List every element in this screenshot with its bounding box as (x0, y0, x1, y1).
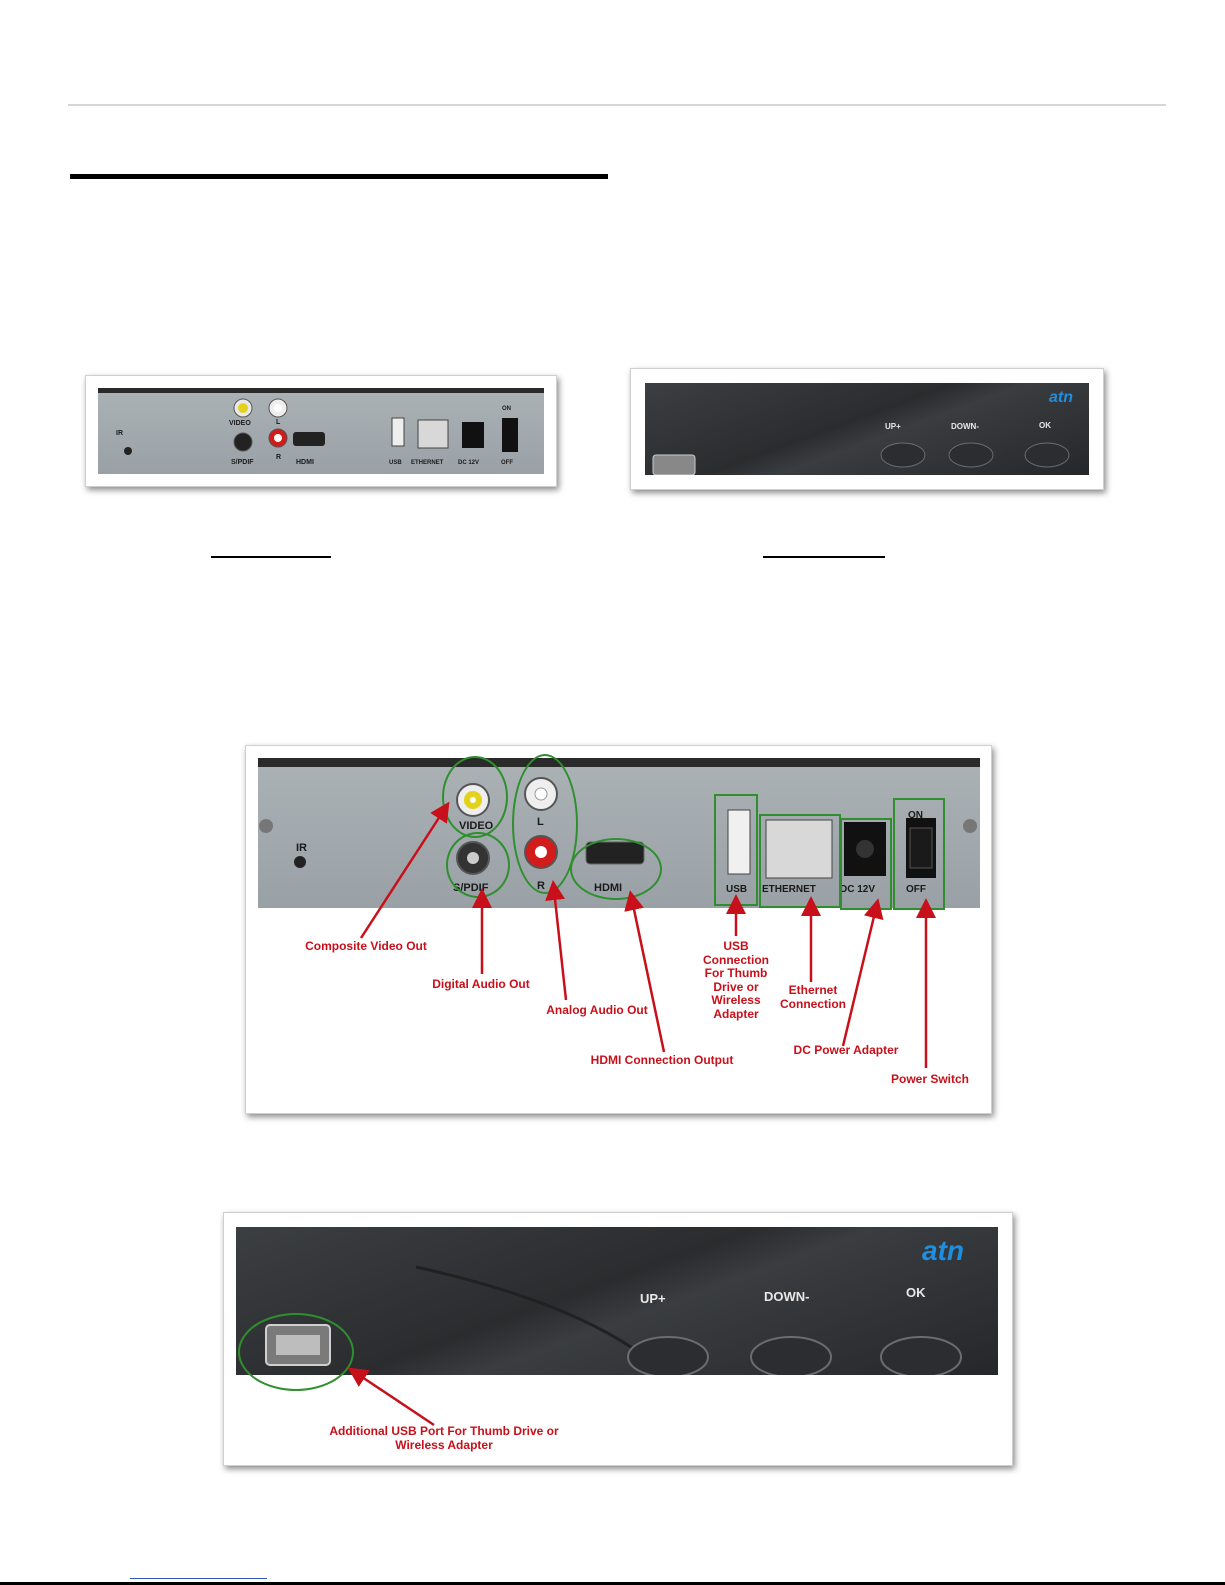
front-thumb-logo: atn (1049, 389, 1073, 406)
footer-rule (0, 1582, 1225, 1585)
front-large-logo: atn (922, 1235, 964, 1266)
power-switch-callout: Power Switch (890, 1072, 970, 1086)
hdmi-output-callout: HDMI Connection Output (590, 1053, 734, 1067)
front-thumb-down-label: DOWN- (951, 422, 979, 431)
rear-on-label: ON (502, 406, 511, 412)
front-panel-graphic (652, 442, 1070, 475)
ethernet-connection-callout: Ethernet Connection (780, 983, 846, 1011)
rear-large-usb-label: USB (726, 884, 748, 895)
rear-hdmi-label: HDMI (296, 459, 314, 466)
analog-audio-highlight (512, 754, 578, 894)
rear-panel-thumbnail: IR VIDEO L S/PDIF R HDMI USB ETHERNET DC… (85, 375, 557, 487)
front-callout-arrow (347, 1367, 435, 1427)
dc-power-callout: DC Power Adapter (793, 1043, 899, 1057)
front-large-up-label: UP+ (640, 1291, 666, 1306)
footer-link-underline (130, 1578, 267, 1579)
additional-usb-callout: Additional USB Port For Thumb Drive or W… (329, 1424, 559, 1452)
front-panel-thumbnail: UP+ DOWN- OK atn (630, 368, 1104, 490)
hdmi-highlight (570, 838, 662, 900)
rear-panel-photo: IR VIDEO L S/PDIF R HDMI USB ETHERNET DC… (98, 388, 544, 474)
front-large-down-label: DOWN- (764, 1289, 810, 1304)
rear-caption-underline (211, 556, 331, 558)
rear-off-label: OFF (501, 460, 513, 466)
digital-audio-callout: Digital Audio Out (432, 977, 530, 991)
rear-spdif-label: S/PDIF (231, 459, 254, 466)
rear-large-dc-label: DC 12V (840, 884, 876, 895)
front-caption-underline (763, 556, 885, 558)
rear-panel-graphic (124, 398, 518, 455)
front-thumb-up-label: UP+ (885, 422, 901, 431)
front-panel-diagram: UP+ DOWN- OK atn Additional USB Port For… (223, 1212, 1013, 1466)
front-thumb-ok-label: OK (1039, 421, 1051, 430)
front-usb-highlight (238, 1313, 354, 1391)
front-panel-photo: UP+ DOWN- OK atn (645, 383, 1089, 475)
rear-large-off-label: OFF (906, 884, 926, 895)
rear-panel-diagram: IR VIDEO L S/PDIF R HDMI USB ETHERNET DC… (245, 745, 992, 1114)
rear-usb-label: USB (389, 460, 402, 466)
usb-connection-callout: USB Connection For Thumb Drive or Wirele… (703, 939, 769, 1021)
rear-large-on-label: ON (908, 810, 923, 821)
callout-arrows (359, 801, 936, 1068)
analog-audio-callout: Analog Audio Out (546, 1003, 648, 1017)
rear-l-label: L (276, 419, 281, 426)
rear-ir-label: IR (116, 430, 123, 437)
header-rule (68, 104, 1166, 106)
title-underline (70, 174, 608, 179)
rear-video-label: VIDEO (229, 420, 251, 427)
composite-video-callout: Composite Video Out (305, 939, 427, 953)
front-panel-large-photo: UP+ DOWN- OK atn (236, 1227, 998, 1375)
rear-r-label: R (276, 454, 282, 461)
rear-dc-label: DC 12V (458, 460, 480, 466)
front-large-ok-label: OK (906, 1285, 926, 1300)
rear-ethernet-label: ETHERNET (411, 460, 444, 466)
rear-large-ethernet-label: ETHERNET (762, 884, 816, 895)
rear-large-ir-label: IR (296, 842, 307, 854)
